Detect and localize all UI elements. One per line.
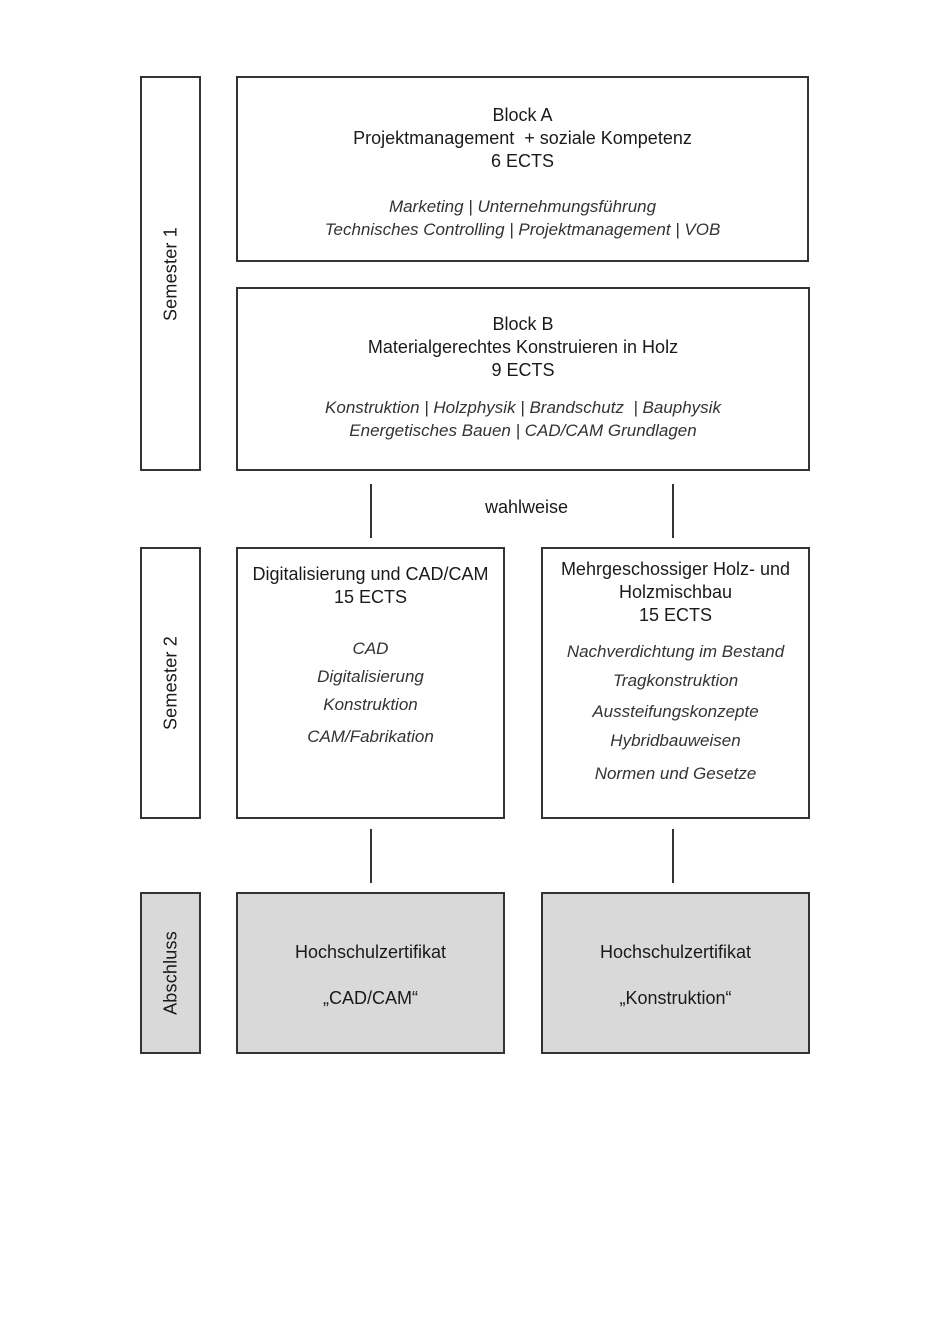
module-cad-cam-topic: Konstruktion: [323, 695, 418, 714]
block-a: Block A Projektmanagement + soziale Komp…: [236, 76, 809, 262]
certificate-cad-cam-text: Hochschulzertifikat „CAD/CAM“: [238, 941, 503, 1010]
block-a-heading: Block A Projektmanagement + soziale Komp…: [238, 104, 807, 173]
block-a-subtitle: Projektmanagement + soziale Kompetenz: [353, 128, 692, 148]
connector-cert-left: [370, 829, 372, 883]
semester-1-box: Semester 1: [140, 76, 201, 471]
block-b-topics-line-1: Konstruktion | Holzphysik | Brandschutz …: [325, 398, 721, 417]
module-cad-cam-heading: Digitalisierung und CAD/CAM 15 ECTS: [238, 563, 503, 609]
certificate-konstruktion-title: Hochschulzertifikat: [599, 942, 752, 962]
module-cad-cam-ects: 15 ECTS: [333, 587, 408, 607]
module-holzbau-title-line-1: Mehrgeschossiger Holz- und: [560, 559, 791, 579]
module-cad-cam-topic: CAD: [352, 639, 389, 658]
module-holzbau-ects: 15 ECTS: [638, 605, 713, 625]
certificate-konstruktion-name: „Konstruktion“: [619, 988, 732, 1008]
connector-choice-right: [672, 484, 674, 538]
module-holzbau-title-line-2: Holzmischbau: [618, 582, 733, 602]
block-a-topics-line-2: Technisches Controlling | Projektmanagem…: [324, 220, 721, 239]
module-cad-cam: Digitalisierung und CAD/CAM 15 ECTS CAD …: [236, 547, 505, 819]
module-holzbau-topics: Nachverdichtung im Bestand Tragkonstrukt…: [543, 642, 808, 792]
module-holzbau-topic: Normen und Gesetze: [594, 764, 757, 783]
certificate-cad-cam-name: „CAD/CAM“: [323, 988, 418, 1008]
module-cad-cam-topic: CAM/Fabrikation: [307, 727, 434, 746]
block-b-subtitle: Materialgerechtes Konstruieren in Holz: [367, 337, 679, 357]
certificate-cad-cam: Hochschulzertifikat „CAD/CAM“: [236, 892, 505, 1054]
block-b-topics-line-2: Energetisches Bauen | CAD/CAM Grundlagen: [349, 421, 697, 440]
module-holzbau-topic: Nachverdichtung im Bestand: [566, 642, 785, 661]
block-b: Block B Materialgerechtes Konstruieren i…: [236, 287, 810, 471]
semester-2-label: Semester 2: [160, 635, 180, 731]
block-b-topics: Konstruktion | Holzphysik | Brandschutz …: [238, 396, 808, 442]
block-a-title: Block A: [492, 105, 553, 125]
module-holzbau-heading: Mehrgeschossiger Holz- und Holzmischbau …: [543, 558, 808, 627]
semester-2-box: Semester 2: [140, 547, 201, 819]
block-b-ects: 9 ECTS: [491, 360, 555, 380]
module-cad-cam-title: Digitalisierung und CAD/CAM: [252, 564, 489, 584]
module-holzbau-topic: Aussteifungskonzepte: [592, 702, 759, 721]
certificate-cad-cam-title: Hochschulzertifikat: [294, 942, 447, 962]
semester-1-label: Semester 1: [160, 226, 180, 321]
choice-label: wahlweise: [485, 497, 569, 517]
certificate-konstruktion: Hochschulzertifikat „Konstruktion“: [541, 892, 810, 1054]
block-a-ects: 6 ECTS: [490, 151, 555, 171]
abschluss-label: Abschluss: [160, 931, 180, 1015]
block-b-title: Block B: [492, 314, 554, 334]
module-holzbau-topic: Tragkonstruktion: [612, 671, 739, 690]
block-a-topics-line-1: Marketing | Unternehmungsführung: [388, 197, 657, 216]
connector-cert-right: [672, 829, 674, 883]
module-cad-cam-topics: CAD Digitalisierung Konstruktion CAM/Fab…: [238, 639, 503, 755]
module-holzbau: Mehrgeschossiger Holz- und Holzmischbau …: [541, 547, 810, 819]
certificate-konstruktion-text: Hochschulzertifikat „Konstruktion“: [543, 941, 808, 1010]
abschluss-box: Abschluss: [140, 892, 201, 1054]
module-holzbau-topic: Hybridbauweisen: [610, 731, 741, 750]
block-a-topics: Marketing | Unternehmungsführung Technis…: [238, 195, 807, 241]
connector-choice-left: [370, 484, 372, 538]
module-cad-cam-topic: Digitalisierung: [317, 667, 424, 686]
block-b-heading: Block B Materialgerechtes Konstruieren i…: [238, 313, 808, 382]
